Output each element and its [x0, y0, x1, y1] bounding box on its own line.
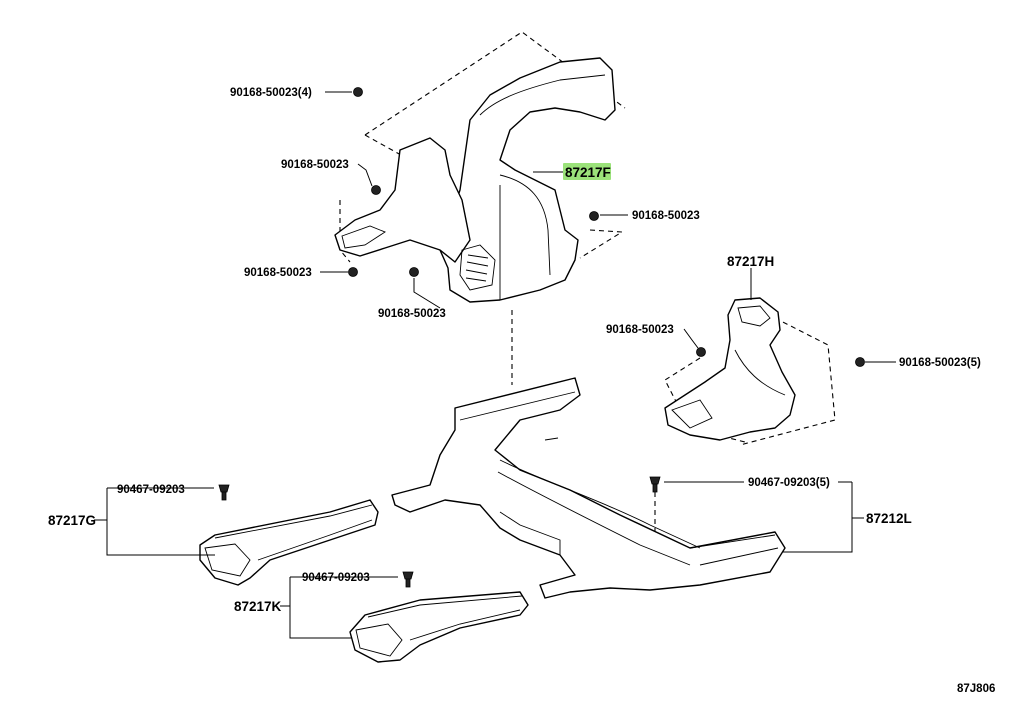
label-90467-09203-g[interactable]: 90467-09203	[117, 484, 185, 496]
label-90168-50023-upper-left[interactable]: 90168-50023	[281, 159, 349, 171]
clip-icon	[218, 484, 230, 501]
screw-icon	[348, 267, 358, 277]
screw-icon	[353, 87, 363, 97]
label-90467-09203-5[interactable]: 90467-09203(5)	[748, 477, 830, 489]
label-90168-50023-mid-left[interactable]: 90168-50023	[244, 267, 312, 279]
highlight-87217f	[563, 163, 611, 180]
label-90168-50023-upper-right[interactable]: 90168-50023	[632, 210, 700, 222]
clip-icon	[402, 571, 414, 588]
label-87217g[interactable]: 87217G	[48, 513, 96, 528]
duct-87217g-illustration	[199, 499, 379, 586]
label-90467-09203-k[interactable]: 90467-09203	[302, 572, 370, 584]
label-87217f[interactable]: 87217F	[565, 165, 611, 180]
label-90168-50023-bottom[interactable]: 90168-50023	[378, 308, 446, 320]
duct-87217k-illustration	[349, 591, 529, 663]
screw-icon	[696, 347, 706, 357]
clip-icon	[649, 476, 661, 493]
label-87217h[interactable]: 87217H	[727, 254, 774, 269]
reference-code: 87J806	[957, 683, 995, 695]
screw-icon	[371, 185, 381, 195]
label-90168-50023-right[interactable]: 90168-50023	[606, 324, 674, 336]
duct-87217f-illustration	[334, 31, 626, 303]
duct-87217h-illustration	[664, 297, 836, 446]
label-87212l[interactable]: 87212L	[866, 511, 912, 526]
screw-icon	[589, 211, 599, 221]
label-90168-50023-4[interactable]: 90168-50023(4)	[230, 87, 312, 99]
duct-87212l-illustration	[391, 310, 786, 599]
label-90168-50023-5[interactable]: 90168-50023(5)	[899, 357, 981, 369]
leader-lines	[94, 91, 896, 639]
screw-icon	[855, 357, 865, 367]
screw-icon	[409, 267, 419, 277]
fastener-symbols	[218, 87, 865, 588]
label-87217k[interactable]: 87217K	[234, 599, 282, 614]
